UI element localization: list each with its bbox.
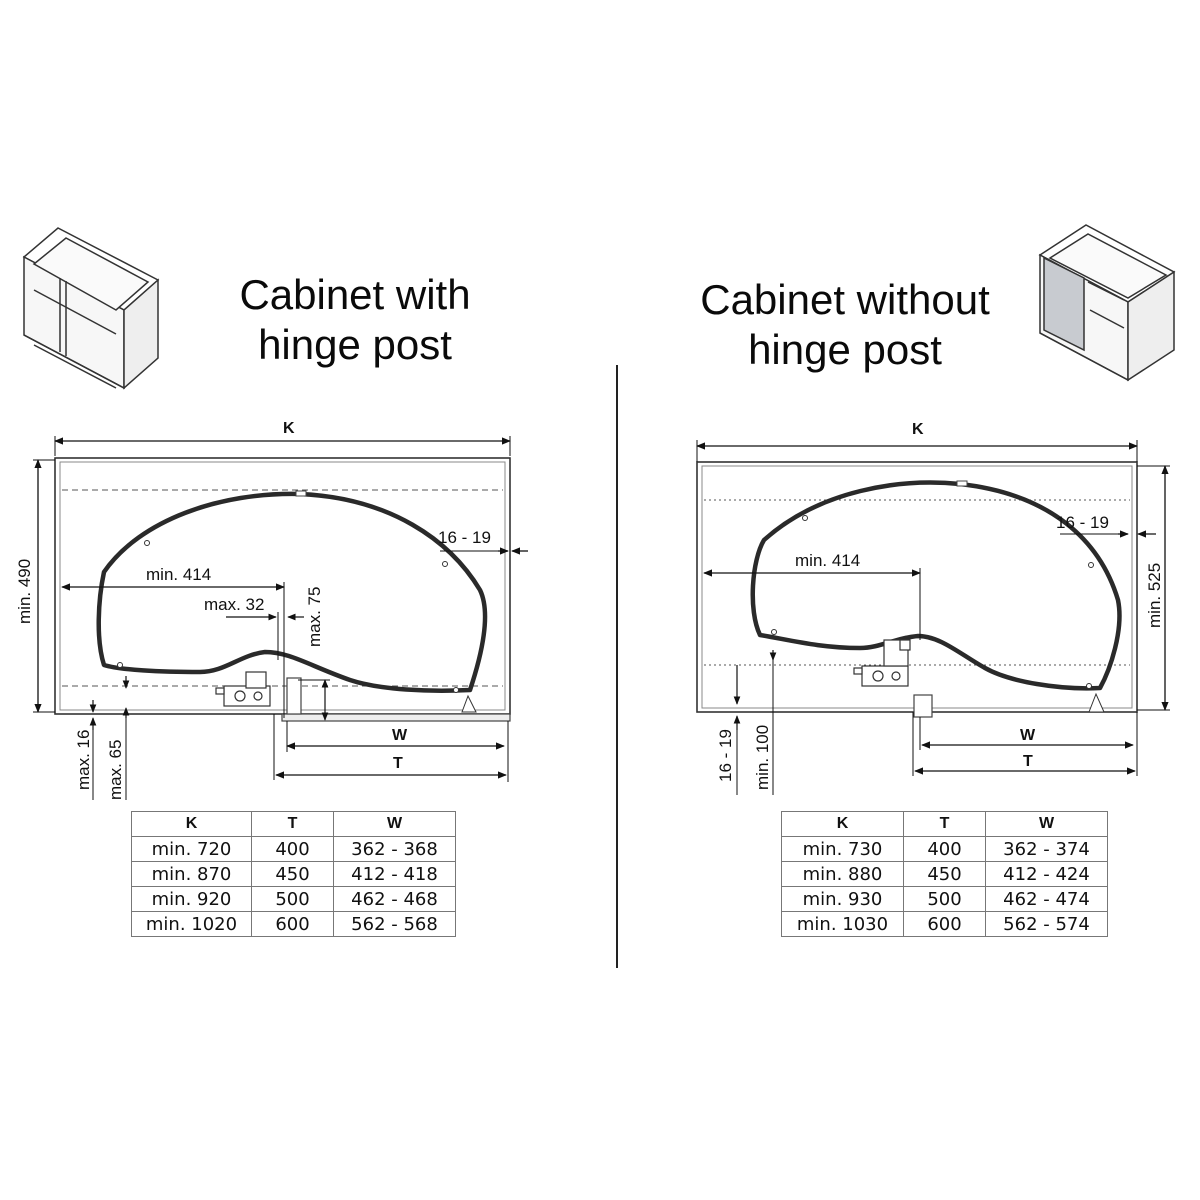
table-cell: min. 730 [781,836,904,862]
table-cell: 562 - 568 [333,911,456,937]
left-label-max-65: max. 65 [106,740,125,800]
table-header-row: K T W [131,811,456,837]
title-right-line1: Cabinet without [700,276,990,323]
table-header-row: K T W [781,811,1108,837]
title-left-line2: hinge post [258,321,452,368]
left-label-K: K [283,420,295,437]
table-cell: min. 1030 [781,911,904,937]
table-header-cell: K [131,811,252,837]
title-right-line2: hinge post [748,326,942,373]
table-cell: 462 - 474 [985,886,1108,912]
table-row: min. 920 500 462 - 468 [131,886,456,912]
table-cell: 362 - 374 [985,836,1108,862]
table-cell: min. 930 [781,886,904,912]
table-cell: min. 870 [131,861,252,887]
left-diagram: K min. 490 16 - 19 min. 414 max. 32 max.… [15,420,528,800]
right-label-K: K [912,421,924,438]
right-label-min-100: min. 100 [753,725,772,790]
table-header-cell: W [333,811,456,837]
cabinet-with-post-icon [22,227,160,390]
right-label-min-414: min. 414 [795,551,860,570]
right-label-side-16-19: 16 - 19 [716,729,735,782]
right-label-16-19: 16 - 19 [1056,513,1109,532]
table-header-cell: W [985,811,1108,837]
title-cabinet-with-hinge-post: Cabinet with hinge post [180,270,530,370]
title-left-line1: Cabinet with [239,271,471,318]
table-row: min. 720 400 362 - 368 [131,836,456,862]
table-cell: 450 [903,861,986,887]
table-cell: 400 [903,836,986,862]
table-cell: 412 - 418 [333,861,456,887]
right-label-T: T [1023,753,1033,770]
table-header-cell: T [903,811,986,837]
left-label-max-32: max. 32 [204,595,264,614]
left-label-min-414: min. 414 [146,565,211,584]
table-cell: min. 920 [131,886,252,912]
table-cell: 600 [251,911,334,937]
left-cabinet-outline [54,457,511,715]
table-row: min. 870 450 412 - 418 [131,861,456,887]
left-hinge-bracket [215,671,271,707]
table-cell: min. 720 [131,836,252,862]
left-label-max-75: max. 75 [305,587,324,647]
table-header-cell: T [251,811,334,837]
left-basket-shelf [96,491,488,693]
table-cell: min. 1020 [131,911,252,937]
left-label-T: T [393,755,403,772]
left-label-16-19: 16 - 19 [438,528,491,547]
right-label-min-525: min. 525 [1145,563,1164,628]
table-cell: 562 - 574 [985,911,1108,937]
table-cell: min. 880 [781,861,904,887]
cabinet-without-post-icon [1038,224,1176,382]
right-hinge-bracket [853,639,911,687]
title-cabinet-without-hinge-post: Cabinet without hinge post [655,275,1035,375]
table-row: min. 730 400 362 - 374 [781,836,1108,862]
left-label-max-16: max. 16 [74,730,93,790]
table-cell: 362 - 368 [333,836,456,862]
table-header-cell: K [781,811,904,837]
table-cell: 600 [903,911,986,937]
right-diagram: K min. 525 16 - 19 min. 414 16 - 19 min.… [696,421,1170,795]
table-cell: 450 [251,861,334,887]
left-label-W: W [392,727,408,744]
left-dimensions-table: K T W min. 720 400 362 - 368 min. 870 45… [131,811,456,937]
table-cell: 462 - 468 [333,886,456,912]
right-label-W: W [1020,727,1036,744]
table-row: min. 1020 600 562 - 568 [131,911,456,937]
table-cell: 500 [903,886,986,912]
right-dimensions-table: K T W min. 730 400 362 - 374 min. 880 45… [781,811,1108,937]
table-cell: 400 [251,836,334,862]
table-cell: 412 - 424 [985,861,1108,887]
table-cell: 500 [251,886,334,912]
left-label-min-490: min. 490 [15,559,34,624]
table-row: min. 1030 600 562 - 574 [781,911,1108,937]
table-row: min. 880 450 412 - 424 [781,861,1108,887]
table-row: min. 930 500 462 - 474 [781,886,1108,912]
